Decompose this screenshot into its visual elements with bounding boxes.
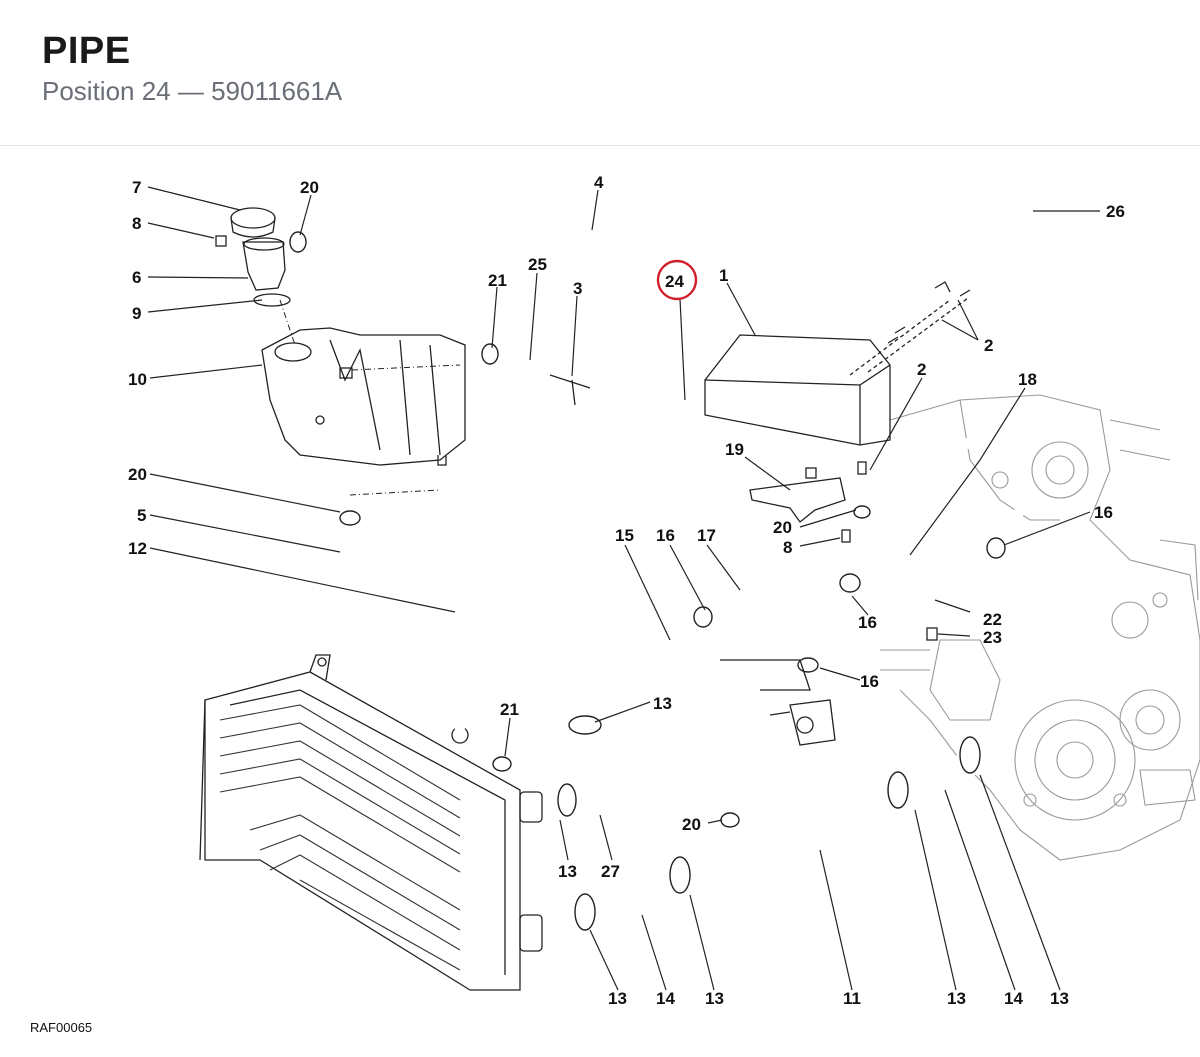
drawing-reference-code: RAF00065 [30,1020,92,1035]
hose-lines [313,151,1035,926]
callout-1[interactable]: 1 [719,266,728,285]
callout-16-center[interactable]: 16 [858,613,877,632]
page-subtitle: Position 24 — 59011661A [42,76,343,106]
callout-16-mid[interactable]: 16 [656,526,675,545]
callout-13-radiator[interactable]: 13 [558,862,577,881]
callout-20-mid[interactable]: 20 [773,518,792,537]
parts-diagram: 7 20 8 6 9 10 20 5 12 4 21 25 3 24 1 26 … [0,146,1200,1052]
callout-12[interactable]: 12 [128,539,147,558]
callout-16-lower[interactable]: 16 [860,672,879,691]
expansion-tank-drawing [261,327,466,466]
callout-2-mid[interactable]: 2 [917,360,926,379]
highlight-ring [656,259,698,301]
engine-block-drawing [880,394,1200,861]
callout-26[interactable]: 26 [1106,202,1125,221]
callout-5[interactable]: 5 [137,506,146,525]
callout-14-bottom-2[interactable]: 14 [1004,989,1023,1008]
callout-18[interactable]: 18 [1018,370,1037,389]
callout-22[interactable]: 22 [983,610,1002,629]
callout-27[interactable]: 27 [601,862,620,881]
callout-15[interactable]: 15 [615,526,634,545]
callout-21-top[interactable]: 21 [488,271,507,290]
callout-8-top[interactable]: 8 [132,214,141,233]
callout-13-bottom-4[interactable]: 13 [1050,989,1069,1008]
callout-20-left[interactable]: 20 [128,465,147,484]
callout-20-top[interactable]: 20 [300,178,319,197]
callout-13-bottom-1[interactable]: 13 [608,989,627,1008]
callout-3[interactable]: 3 [573,279,582,298]
callout-9[interactable]: 9 [132,304,141,323]
callout-14-bottom-1[interactable]: 14 [656,989,675,1008]
callout-17[interactable]: 17 [697,526,716,545]
diagram-canvas: 7 20 8 6 9 10 20 5 12 4 21 25 3 24 1 26 … [30,151,1200,1035]
callout-10[interactable]: 10 [128,370,147,389]
callout-24[interactable]: 24 [665,272,684,291]
callout-19[interactable]: 19 [725,440,744,459]
leader-lines [147,186,1100,991]
callout-2-right[interactable]: 2 [984,336,993,355]
callout-20-bottom[interactable]: 20 [682,815,701,834]
callout-13-bottom-3[interactable]: 13 [947,989,966,1008]
filler-cap-drawing [215,207,291,307]
clamp-drawings [289,231,1006,931]
assembly-guides [279,299,461,496]
callout-21-lower[interactable]: 21 [500,700,519,719]
callout-8-mid[interactable]: 8 [783,538,792,557]
page-title: PIPE [42,30,131,72]
callout-4[interactable]: 4 [594,173,604,192]
callout-23[interactable]: 23 [983,628,1002,647]
callout-13-upper[interactable]: 13 [653,694,672,713]
page-header: PIPE Position 24 — 59011661A [0,0,1200,146]
component-1-drawing [704,281,971,746]
callout-11[interactable]: 11 [843,989,861,1008]
radiator-drawing [199,654,543,991]
callout-16-right[interactable]: 16 [1094,503,1113,522]
callout-25[interactable]: 25 [528,255,547,274]
callout-7[interactable]: 7 [132,178,141,197]
callout-13-bottom-2[interactable]: 13 [705,989,724,1008]
callout-6[interactable]: 6 [132,268,141,287]
callout-labels: 7 20 8 6 9 10 20 5 12 4 21 25 3 24 1 26 … [30,173,1125,1035]
